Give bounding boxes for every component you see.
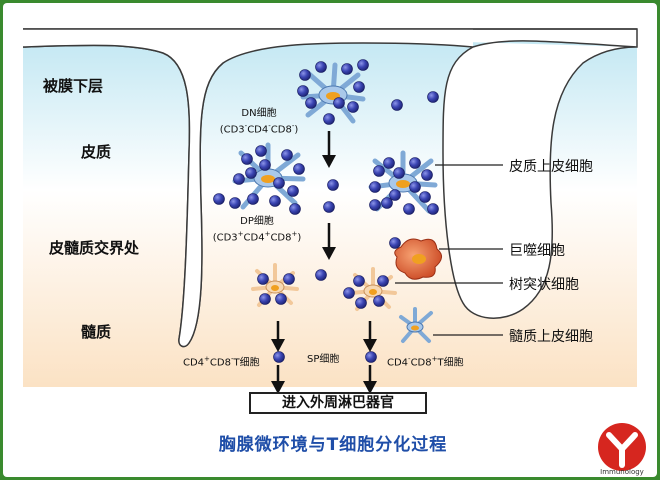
immunology-logo-icon: [598, 423, 646, 471]
lymphocyte-icon: [403, 203, 415, 215]
lymphocyte-icon: [283, 273, 295, 285]
dn-phenotype: (CD3-CD4-CD8-): [219, 122, 299, 136]
label-corticomedullary: 皮髓质交界处: [49, 239, 140, 257]
label-subcapsular: 被膜下层: [43, 77, 104, 95]
lymphocyte-icon: [333, 97, 345, 109]
lymphocyte-icon: [381, 197, 393, 209]
arrow-cd4-out: [271, 365, 285, 394]
label-medullary-epithelial: 髓质上皮细胞: [509, 329, 593, 345]
lymphocyte-icon: [229, 197, 241, 209]
arrow-cd4-sp: [271, 321, 285, 352]
lymphocyte-icon: [347, 101, 359, 113]
lymphocyte-icon: [305, 97, 317, 109]
lymphocyte-icon: [289, 203, 301, 215]
dp-name: DP细胞: [240, 216, 274, 227]
lymphocyte-icon: [373, 165, 385, 177]
lymphocyte-icon: [241, 153, 253, 165]
lymphocyte-icon: [377, 275, 389, 287]
lymphocyte-icon: [409, 181, 421, 193]
macrophage-cell: [394, 238, 442, 280]
lymphocyte-icon: [389, 189, 401, 201]
dp-phenotype: (CD3+CD4+CD8+): [212, 230, 302, 244]
flow-arrows: [271, 131, 377, 394]
lymphocyte-icon: [315, 269, 327, 281]
lymphocyte-icon: [275, 293, 287, 305]
label-dp-stage: DP细胞 (CD3+CD4+CD8+): [197, 215, 317, 244]
callout-lines: [395, 164, 503, 336]
output-peripheral-box: 进入外周淋巴器官: [249, 392, 427, 414]
label-cortex: 皮质: [81, 143, 112, 161]
lymphocyte-icon: [259, 293, 271, 305]
capsule-edge: [22, 42, 474, 348]
label-sp: SP细胞: [307, 354, 340, 365]
arrow-dp-to-cmj: [322, 223, 336, 260]
label-cd8-sp: CD4-CD8+T细胞: [387, 355, 464, 369]
lymphocyte-icon: [383, 157, 395, 169]
lymphocyte-icon: [315, 61, 327, 73]
logo-text: Immunology: [600, 468, 644, 476]
stromal-cells: [232, 62, 442, 343]
lymphocyte-icon: [299, 69, 311, 81]
thymus-diagram: [22, 28, 638, 394]
lymphocyte-icon: [391, 99, 403, 111]
lymphocyte-icon: [287, 185, 299, 197]
lymphocyte-icon: [281, 149, 293, 161]
lymphocyte-icon: [247, 193, 259, 205]
lymphocyte-icon: [357, 59, 369, 71]
lymphocyte-icon: [269, 195, 281, 207]
lymphocyte-icon: [273, 351, 285, 363]
lymphocyte-icon: [245, 167, 257, 179]
lymphocytes: [213, 59, 439, 363]
lymphocyte-icon: [233, 173, 245, 185]
lymphocyte-icon: [259, 159, 271, 171]
lymphocyte-icon: [327, 179, 339, 191]
lymphocyte-icon: [421, 169, 433, 181]
lymphocyte-icon: [323, 113, 335, 125]
label-macrophage: 巨噬细胞: [509, 243, 565, 259]
lymphocyte-icon: [389, 237, 401, 249]
lymphocyte-icon: [427, 91, 439, 103]
lymphocyte-icon: [373, 295, 385, 307]
label-cd4-sp: CD4+CD8-T细胞: [183, 355, 260, 369]
lymphocyte-icon: [355, 297, 367, 309]
arrow-dn-to-dp: [322, 131, 336, 168]
lymphocyte-icon: [353, 275, 365, 287]
diagram-title: 胸腺微环境与T细胞分化过程: [218, 435, 448, 455]
lymphocyte-icon: [427, 203, 439, 215]
lymphocyte-icon: [365, 351, 377, 363]
medullary-epithelial-cell: [399, 307, 433, 343]
lymphocyte-icon: [409, 157, 421, 169]
lymphocyte-icon: [293, 163, 305, 175]
lymphocyte-icon: [343, 287, 355, 299]
lymphocyte-icon: [255, 145, 267, 157]
label-cortical-epithelial: 皮质上皮细胞: [509, 159, 593, 175]
lymphocyte-icon: [323, 201, 335, 213]
label-dn-stage: DN细胞 (CD3-CD4-CD8-): [199, 107, 319, 136]
lymphocyte-icon: [297, 85, 309, 97]
lymphocyte-icon: [213, 193, 225, 205]
lymphocyte-icon: [369, 199, 381, 211]
arrow-cd8-sp: [363, 321, 377, 352]
label-medulla: 髓质: [81, 323, 112, 341]
arrow-cd8-out: [363, 365, 377, 394]
lymphocyte-icon: [353, 81, 365, 93]
lymphocyte-icon: [369, 181, 381, 193]
label-dendritic: 树突状细胞: [509, 277, 579, 293]
diagram-frame: 被膜下层 皮质 皮髓质交界处 髓质 皮质上皮细胞 巨噬细胞 树突状细胞 髓质上皮…: [3, 3, 657, 477]
lymphocyte-icon: [341, 63, 353, 75]
lymphocyte-icon: [419, 191, 431, 203]
dn-name: DN细胞: [241, 108, 277, 119]
septum-right: [23, 28, 638, 319]
lymphocyte-icon: [257, 273, 269, 285]
lymphocyte-icon: [273, 177, 285, 189]
lymphocyte-icon: [393, 167, 405, 179]
